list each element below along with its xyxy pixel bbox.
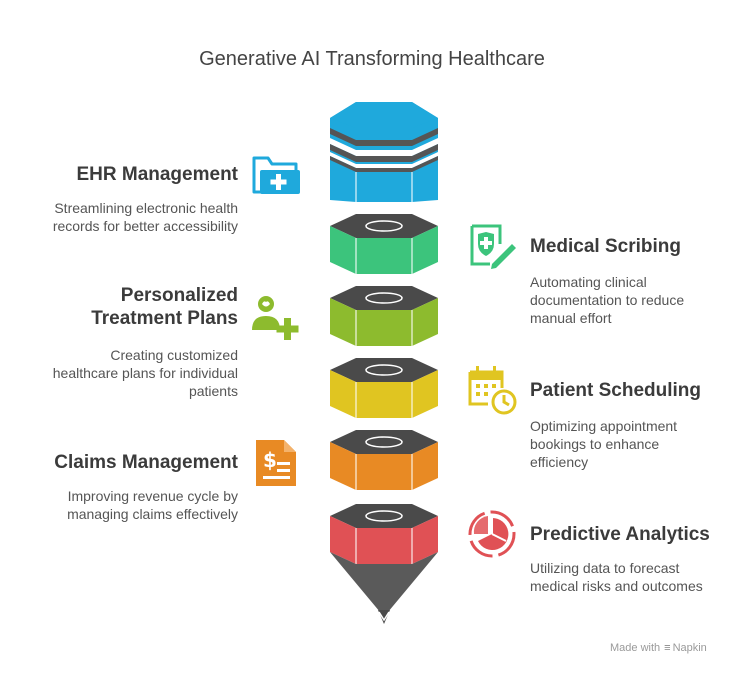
layer-treatment xyxy=(330,286,438,346)
scheduling-heading: Patient Scheduling xyxy=(530,380,702,401)
claims-heading: Claims Management xyxy=(54,452,238,473)
claims-desc-line-1: Improving revenue cycle by xyxy=(67,488,238,504)
scheduling-description: Optimizing appointment bookings to enhan… xyxy=(530,417,730,471)
scribing-heading: Medical Scribing xyxy=(530,236,681,257)
invoice-dollar-icon: $ xyxy=(256,440,296,486)
treatment-description: Creating customized healthcare plans for… xyxy=(20,346,238,400)
claims-desc-line-2: managing claims effectively xyxy=(67,506,238,522)
claims-description: Improving revenue cycle by managing clai… xyxy=(20,487,238,523)
layer-analytics xyxy=(330,504,438,624)
footer-made-with: Made with xyxy=(610,642,661,654)
scribing-desc-line-1: Automating clinical xyxy=(530,274,647,290)
layer-claims xyxy=(330,430,438,490)
medical-form-pen-icon xyxy=(470,224,516,269)
scribing-description: Automating clinical documentation to red… xyxy=(530,273,730,327)
footer-credit[interactable]: Made with≡Napkin xyxy=(610,642,707,654)
scribing-desc-line-3: manual effort xyxy=(530,310,612,326)
layer-ehr xyxy=(330,102,438,202)
footer-brand: Napkin xyxy=(672,642,707,654)
user-add-icon xyxy=(252,296,299,340)
treatment-heading-line-1: Personalized xyxy=(120,285,238,306)
svg-text:$: $ xyxy=(263,448,277,472)
folder-medical-icon xyxy=(252,156,300,194)
layer-scheduling xyxy=(330,358,438,418)
calendar-clock-icon xyxy=(468,366,517,415)
ehr-desc-line-2: records for better accessibility xyxy=(52,218,238,234)
analytics-desc-line-1: Utilizing data to forecast xyxy=(530,560,680,576)
treatment-desc-line-2: healthcare plans for individual xyxy=(52,365,238,381)
analytics-description: Utilizing data to forecast medical risks… xyxy=(530,559,730,595)
scribing-desc-line-2: documentation to reduce xyxy=(530,292,685,308)
layer-scribing xyxy=(330,214,438,274)
page-title: Generative AI Transforming Healthcare xyxy=(199,48,545,70)
ehr-description: Streamlining electronic health records f… xyxy=(20,199,238,235)
scheduling-desc-line-2: bookings to enhance xyxy=(530,436,660,452)
pie-chart-icon xyxy=(468,510,516,558)
scheduling-desc-line-1: Optimizing appointment xyxy=(530,418,678,434)
treatment-heading-line-2: Treatment Plans xyxy=(91,308,238,329)
napkin-logo-icon: ≡ xyxy=(664,642,671,654)
treatment-heading: Personalized Treatment Plans xyxy=(40,284,238,330)
ehr-desc-line-1: Streamlining electronic health xyxy=(54,200,238,216)
analytics-desc-line-2: medical risks and outcomes xyxy=(530,578,703,594)
analytics-heading: Predictive Analytics xyxy=(530,524,710,545)
scheduling-desc-line-3: efficiency xyxy=(530,454,589,470)
ehr-heading: EHR Management xyxy=(76,164,238,185)
treatment-desc-line-3: patients xyxy=(188,383,238,399)
treatment-desc-line-1: Creating customized xyxy=(110,347,238,363)
